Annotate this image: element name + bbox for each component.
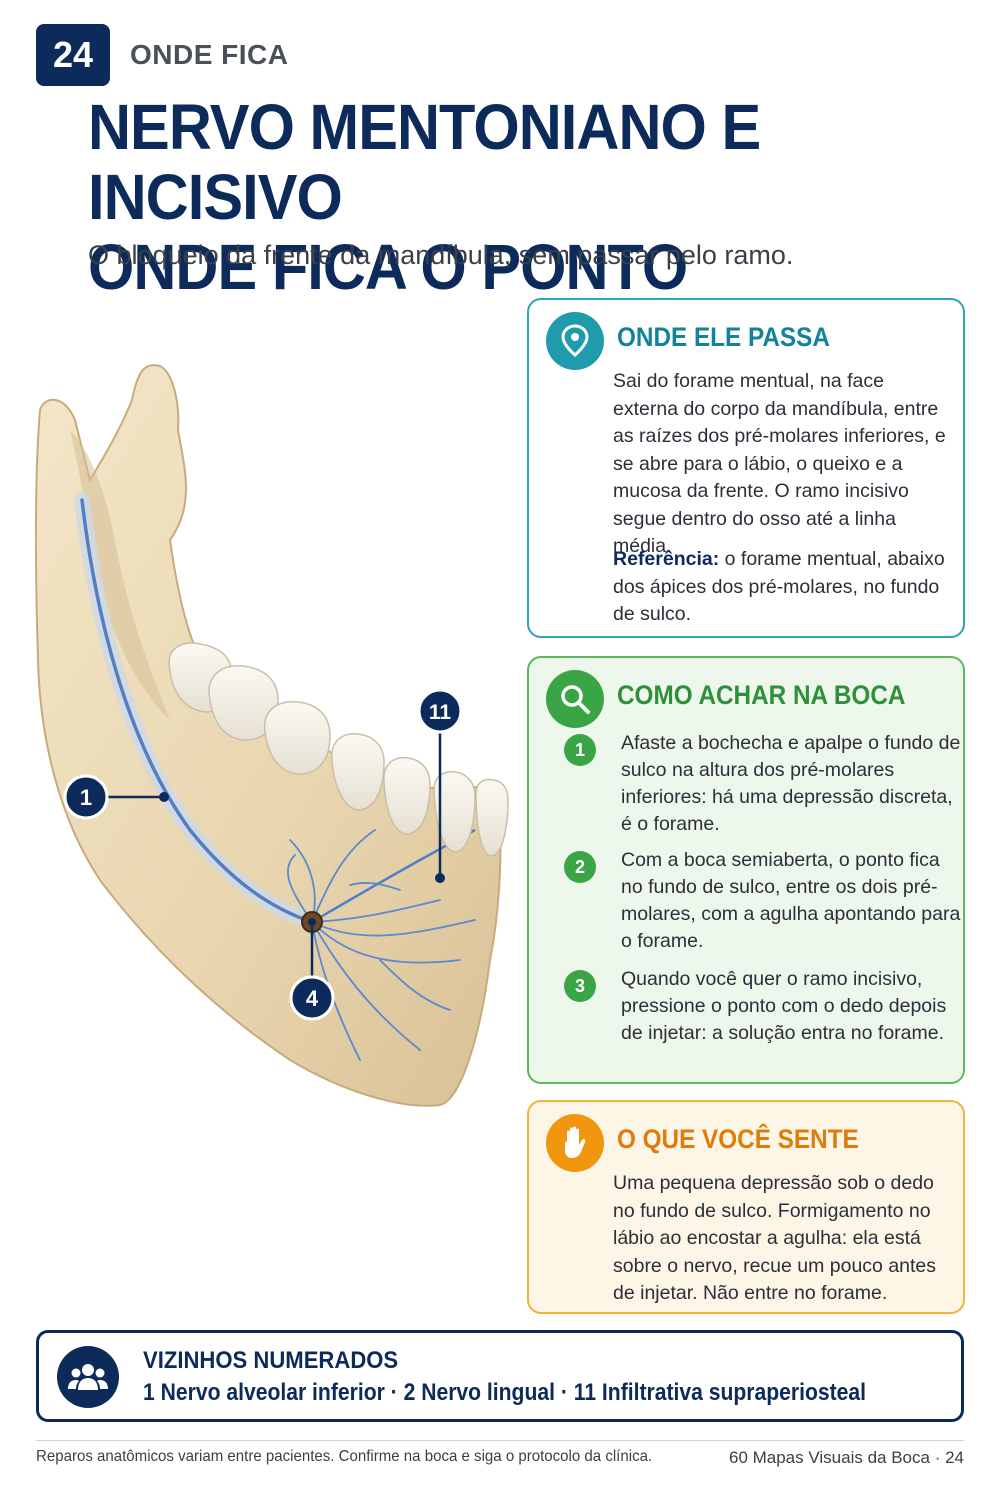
lower-teeth: [168, 642, 509, 857]
page-subtitle: O bloqueio da frente da mandíbula, sem p…: [88, 240, 794, 270]
card-reference: Referência: o forame mentual, abaixo dos…: [613, 546, 953, 629]
card-onde-ele-passa: ONDE ELE PASSA Sai do forame mentual, na…: [527, 298, 965, 638]
neighbors-box: VIZINHOS NUMERADOS 1 Nervo alveolar infe…: [36, 1330, 964, 1422]
step-number: 1: [564, 734, 596, 766]
footer-divider: [36, 1440, 964, 1441]
card-title: ONDE ELE PASSA: [617, 322, 830, 352]
title-line-1: NERVO MENTONIANO E INCISIVO: [88, 91, 761, 233]
footer-book-title: 60 Mapas Visuais da Boca: [728, 1448, 930, 1467]
canine: [433, 770, 476, 853]
step-number: 2: [564, 851, 596, 883]
page-title: NERVO MENTONIANO E INCISIVO ONDE FICA O …: [88, 92, 925, 302]
ramus-shadow: [70, 430, 170, 720]
hand-icon: [546, 1114, 604, 1172]
footer-book-info: 60 Mapas Visuais da Boca · 24: [729, 1448, 964, 1468]
step-text: Quando você quer o ramo incisivo, pressi…: [621, 968, 947, 1044]
footer-disclaimer: Reparos anatômicos variam entre paciente…: [36, 1448, 653, 1465]
footer-page-number: 24: [945, 1448, 964, 1467]
mental-nerve-branches: [286, 829, 476, 1061]
neighbors-title: VIZINHOS NUMERADOS: [143, 1347, 399, 1374]
card-title: COMO ACHAR NA BOCA: [617, 680, 906, 710]
magnifier-icon: [546, 670, 604, 728]
group-people-icon: [57, 1346, 119, 1408]
marker-1: [63, 774, 109, 820]
card-title: O QUE VOCÊ SENTE: [617, 1124, 859, 1154]
page-number-badge: 24: [36, 24, 110, 86]
marker-4-label: 4: [306, 986, 319, 1011]
incisor: [475, 778, 509, 857]
molar-1: [263, 701, 331, 775]
reference-label: Referência:: [613, 548, 720, 570]
header-row: 24 ONDE FICA: [36, 24, 289, 86]
inferior-alveolar-nerve: [80, 498, 314, 924]
card-o-que-sente: O QUE VOCÊ SENTE Uma pequena depressão s…: [527, 1100, 965, 1314]
marker-1-label: 1: [80, 785, 92, 810]
card-body: Sai do forame mentual, na face externa d…: [613, 370, 946, 557]
reference-text: o forame mentual, abaixo dos ápices dos …: [613, 548, 945, 625]
section-kicker: ONDE FICA: [130, 39, 289, 70]
step-text: Afaste a bochecha e apalpe o fundo de su…: [621, 732, 961, 835]
card-como-achar: COMO ACHAR NA BOCA 1 Afaste a bochecha e…: [527, 656, 965, 1084]
marker-11: [417, 688, 463, 734]
premolar-1: [383, 756, 431, 835]
premolar-2: [331, 733, 385, 811]
mandible-illustration: 1 4 11: [34, 364, 509, 1107]
marker-4: [289, 975, 335, 1021]
molar-2: [208, 665, 279, 741]
neighbors-list: 1 Nervo alveolar inferior · 2 Nervo ling…: [143, 1379, 867, 1406]
title-line-2: ONDE FICA O PONTO: [88, 231, 688, 303]
step-number: 3: [564, 970, 596, 1002]
step-text: Com a boca semiaberta, o ponto fica no f…: [621, 849, 961, 952]
footer-separator: ·: [929, 1448, 946, 1467]
marker-11-label: 11: [429, 701, 452, 724]
card-body: Uma pequena depressão sob o dedo no fund…: [613, 1172, 937, 1304]
location-pin-icon: [546, 312, 604, 370]
